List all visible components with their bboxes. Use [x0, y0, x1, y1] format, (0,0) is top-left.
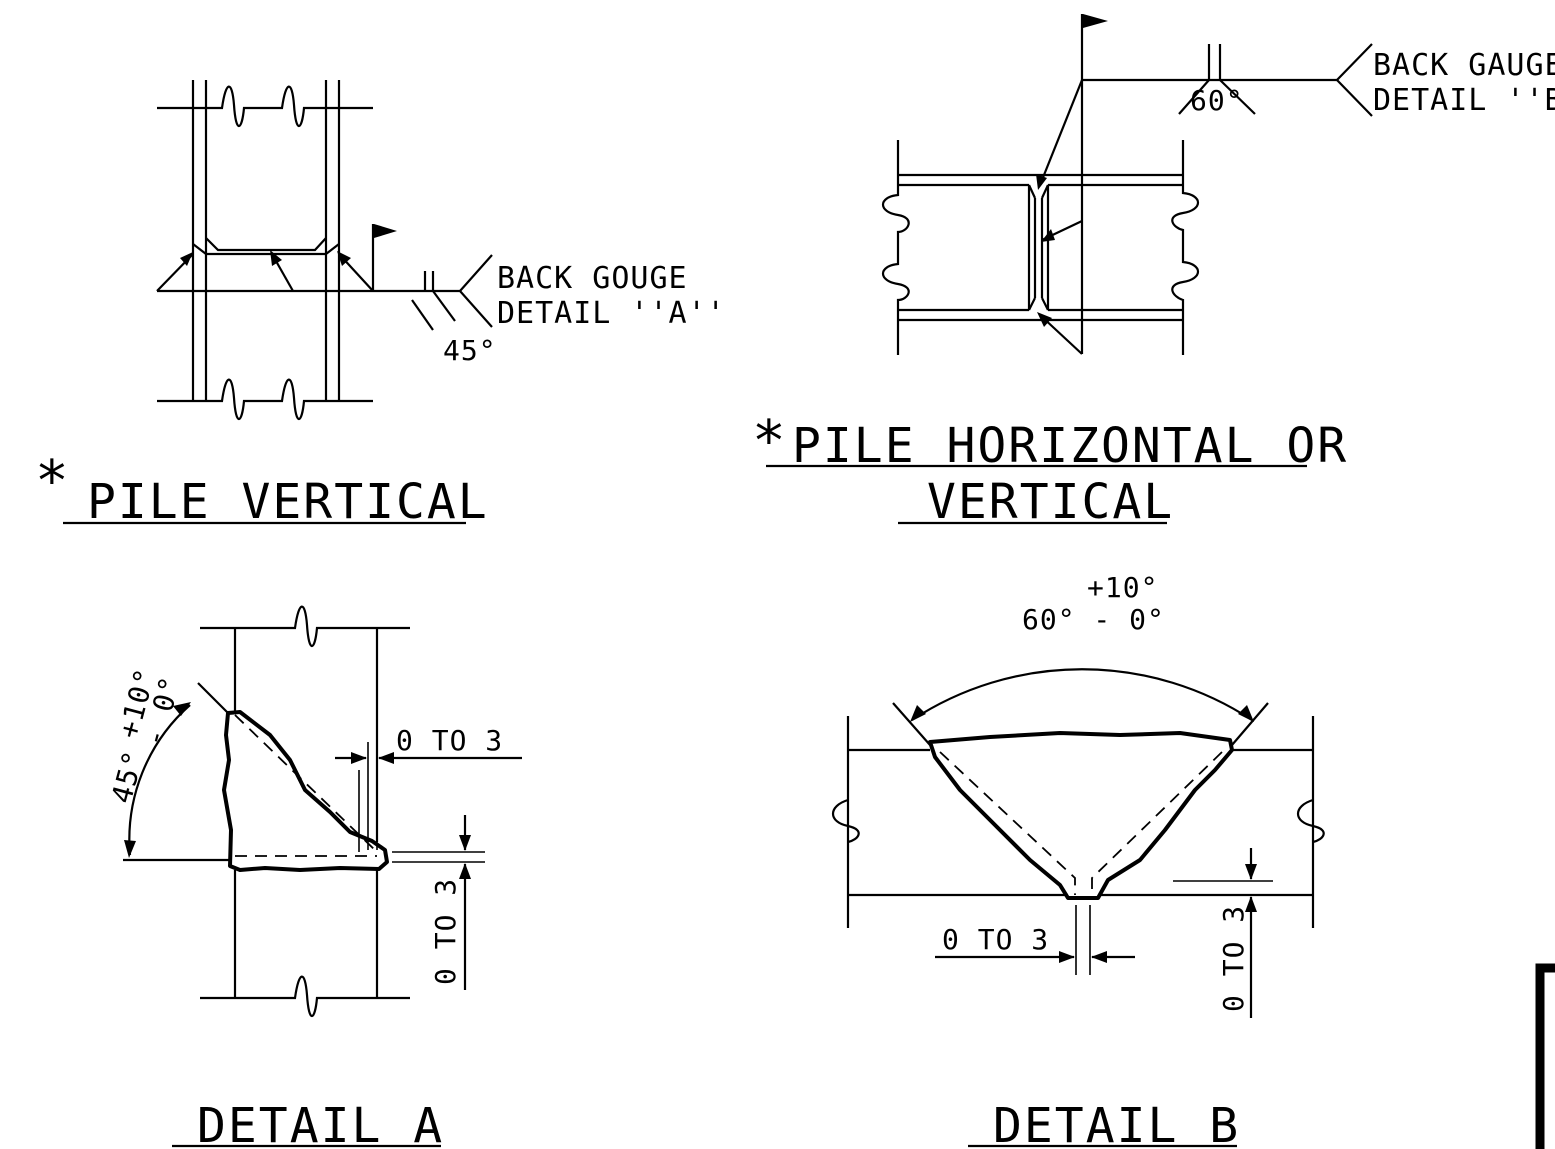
detail-b-title: DETAIL B [993, 1098, 1240, 1149]
pile-horizontal-view: 60° BACK GAUGE DETAIL ''B'' [881, 14, 1555, 355]
gap-horizontal-label: 0 TO 3 [942, 923, 1049, 956]
angle-plus-label: +10° [1087, 571, 1158, 604]
angle-main-label: 45° [105, 747, 151, 807]
groove-angle-label: 60° [1190, 84, 1244, 117]
detail-a-view: 45° +10° - 0° 0 TO 3 0 TO 3 [105, 605, 522, 1018]
gap-vertical-label: 0 TO 3 [1217, 905, 1250, 1012]
pile-horizontal-title-line2: VERTICAL [927, 474, 1174, 530]
detail-a-title: DETAIL A [197, 1098, 444, 1149]
angle-main-label: 60° - 0° [1022, 603, 1165, 636]
top-break-line [200, 605, 410, 648]
bottom-break-line [200, 975, 410, 1018]
top-break-line [157, 85, 373, 128]
pile-vertical-title: PILE VERTICAL [87, 474, 489, 530]
groove-angle-label: 45° [443, 334, 497, 367]
gap-vertical-label: 0 TO 3 [429, 878, 462, 985]
callout-line-1: BACK GAUGE [1373, 48, 1555, 83]
angle-arc [128, 704, 191, 856]
field-weld-flag-icon [1083, 14, 1108, 28]
angle-arc [911, 668, 1253, 721]
detail-b-view: +10° 60° - 0° 0 TO 3 0 TO 3 [831, 571, 1325, 1018]
weld-profile [222, 710, 389, 872]
asterisk: * [752, 409, 786, 474]
asterisk: * [35, 449, 69, 514]
gap-horizontal-label: 0 TO 3 [396, 724, 503, 757]
weld-profile [928, 731, 1234, 900]
callout-line-2: DETAIL ''B'' [1373, 83, 1555, 118]
pile-vertical-view: 45° BACK GOUGE DETAIL ''A'' [156, 80, 726, 421]
field-weld-flag-icon [374, 224, 397, 238]
callout-line-1: BACK GOUGE [497, 261, 688, 296]
pile-horizontal-title-line1: PILE HORIZONTAL OR [792, 418, 1348, 474]
callout-line-2: DETAIL ''A'' [497, 296, 726, 331]
bottom-break-line [157, 378, 373, 421]
sheet-border [1535, 963, 1555, 1149]
